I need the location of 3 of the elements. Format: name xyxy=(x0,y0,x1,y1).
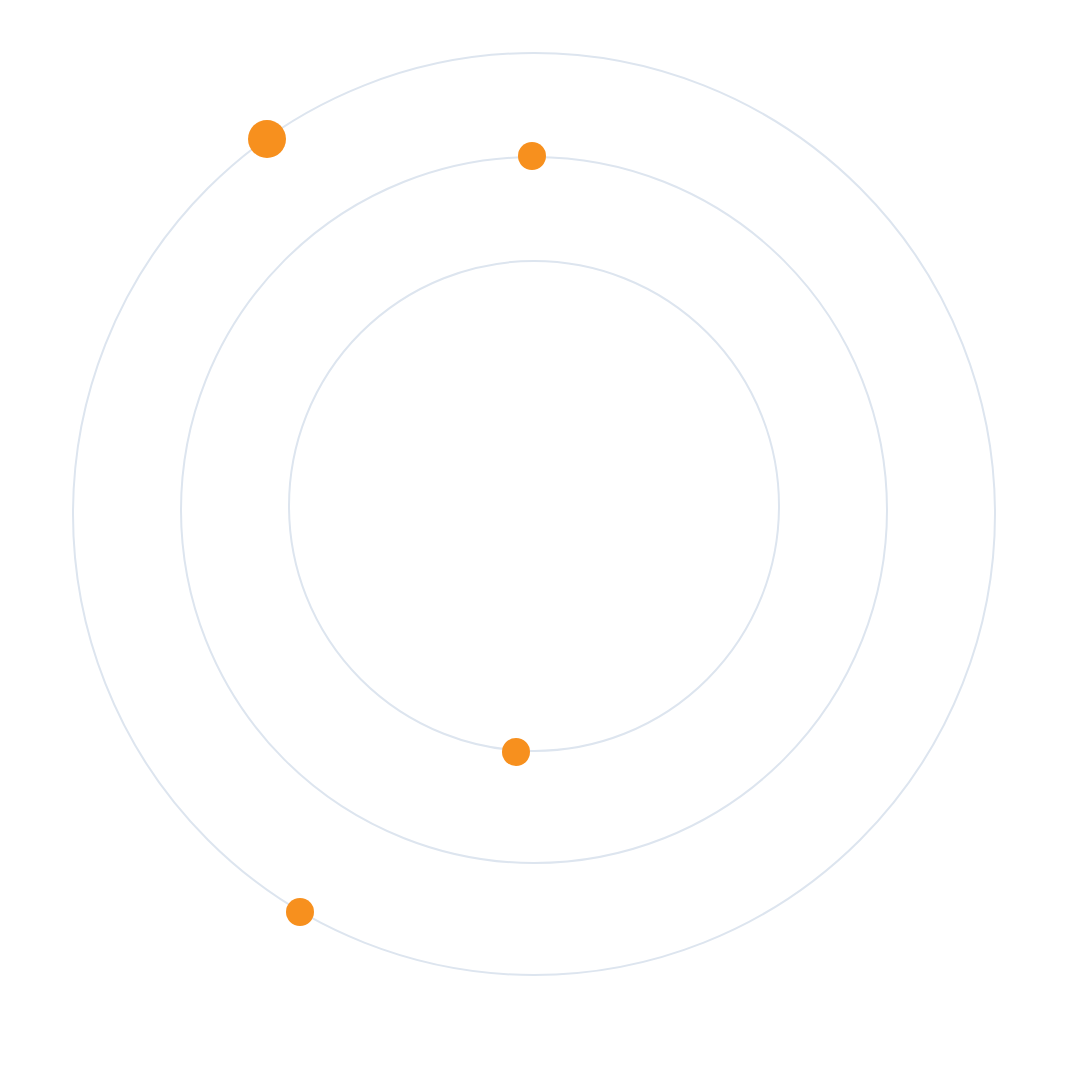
orbit-dot xyxy=(517,141,545,169)
orbit-ring xyxy=(179,155,887,863)
orbit-dot xyxy=(502,738,530,766)
